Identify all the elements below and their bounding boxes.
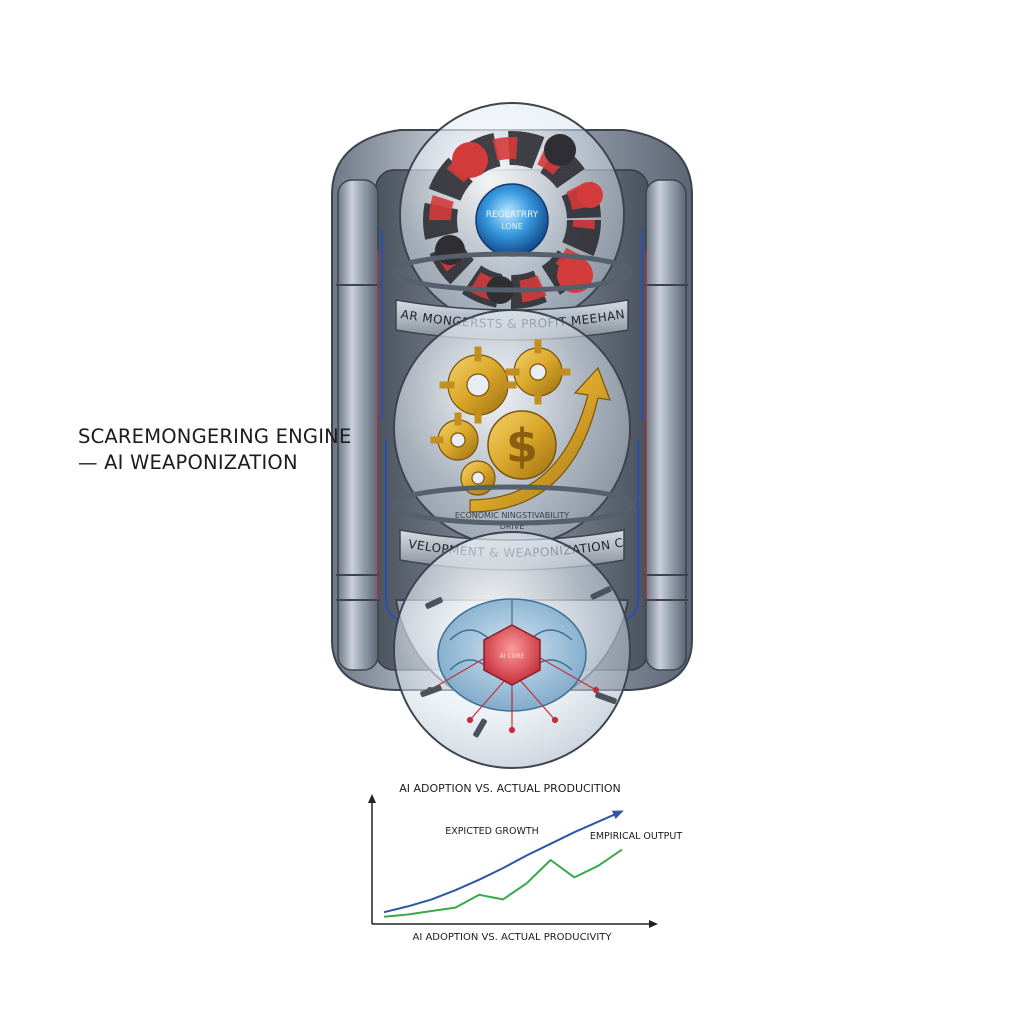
middle-chamber: $ ECONOMIC NINGSTIVABILITY DRIVE: [393, 309, 631, 547]
line-chart: AI ADOPTION VS. ACTUAL PRODUCITION AI AD…: [368, 782, 682, 943]
y-axis-arrow-icon: [368, 794, 376, 803]
dollar-sign-icon: $: [506, 419, 538, 473]
circuit-lines: [426, 654, 600, 734]
drone-icon: [420, 586, 617, 738]
side-title-line1: SCAREMONGERING ENGINE: [78, 425, 352, 448]
bottom-chamber: AI CORE: [393, 531, 631, 769]
side-title-line2: — AI WEAPONIZATION: [78, 451, 298, 474]
series-arrowhead-0: [611, 810, 624, 820]
series-layer: [383, 810, 624, 918]
side-title: SCAREMONGERING ENGINE — AI WEAPONIZATION: [78, 424, 351, 476]
series-label-empirical: EMPIRICAL OUTPUT: [590, 831, 682, 842]
series-line-0: [383, 810, 623, 914]
fear-smoke-ring: [423, 131, 603, 309]
chart-title: AI ADOPTION VS. ACTUAL PRODUCITION: [399, 782, 621, 795]
series-label-expected: EXPICTED GROWTH: [445, 826, 539, 837]
x-axis-arrow-icon: [649, 920, 658, 928]
x-axis-label: AI ADOPTION VS. ACTUAL PRODUCIVITY: [412, 932, 612, 943]
regulatory-orb: [475, 183, 549, 257]
series-line-1: [383, 848, 623, 918]
orb-label-line1: REGLATRRY: [486, 210, 539, 220]
ai-core-label: AI CORE: [500, 653, 525, 660]
middle-caption-line2: DRIVE: [500, 522, 525, 531]
growth-arrow-icon: [469, 366, 611, 513]
orb-label-line2: LONE: [501, 222, 523, 231]
ai-core-gem: [483, 624, 541, 686]
top-chamber: REGLATRRY LONE: [399, 102, 625, 328]
middle-caption-line1: ECONOMIC NINGSTIVABILITY: [455, 511, 569, 520]
dollar-coin: [487, 410, 557, 480]
gear-teeth: [430, 339, 571, 444]
